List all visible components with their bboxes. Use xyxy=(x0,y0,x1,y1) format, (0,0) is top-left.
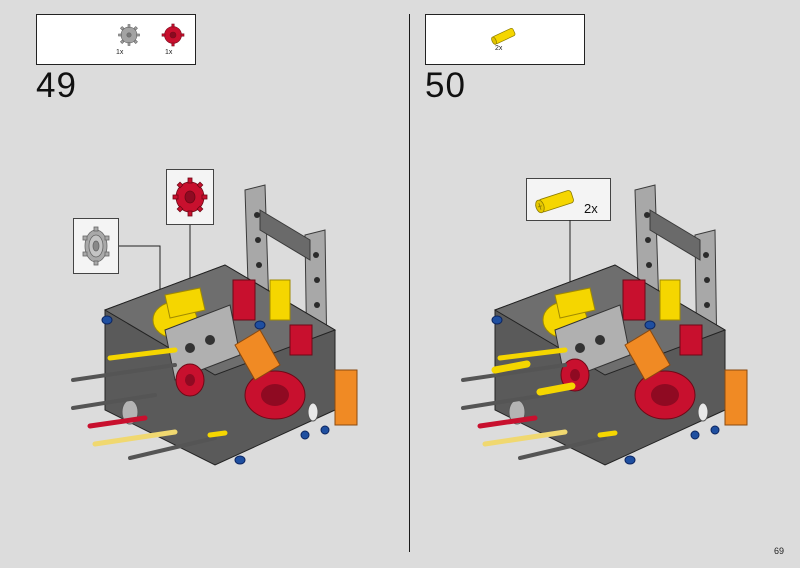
step-50-number: 50 xyxy=(425,66,466,105)
step-49-model-illustration xyxy=(71,184,358,466)
grey-gear-icon xyxy=(118,24,140,46)
yellow-connector-callout-icon xyxy=(535,190,574,214)
yellow-axle-connector-icon xyxy=(491,28,516,45)
step-50-parts-list: 2x xyxy=(425,14,585,65)
installed-yellow-connector-2 xyxy=(536,382,576,396)
step-50-connector-callout: 2x xyxy=(526,178,611,221)
red-gear-qty: 1x xyxy=(165,49,173,56)
step-49-parts-list: 1x 1x xyxy=(36,14,196,65)
callout-qty: 2x xyxy=(584,201,598,216)
grey-gear-callout-icon xyxy=(82,226,110,266)
installed-yellow-connector-1 xyxy=(491,360,531,374)
red-gear-callout-icon xyxy=(172,177,208,217)
grey-gear-qty: 1x xyxy=(116,49,124,56)
step-50-model-illustration xyxy=(461,184,748,466)
step-49-red-gear-callout xyxy=(166,169,214,225)
page-number: 69 xyxy=(773,546,784,556)
step-49-grey-gear-callout xyxy=(73,218,119,274)
red-gear-icon xyxy=(161,23,185,47)
step-49-number: 49 xyxy=(36,66,77,105)
page-divider xyxy=(409,14,410,552)
yellow-connector-qty: 2x xyxy=(495,45,503,52)
